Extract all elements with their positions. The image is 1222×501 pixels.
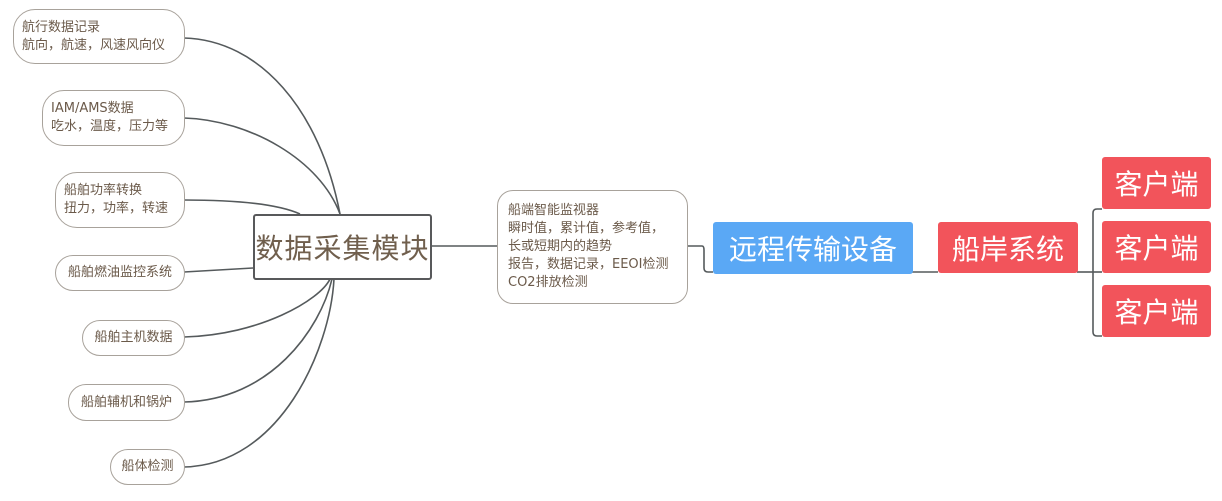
shore-node-system[interactable]: 船岸系统: [938, 222, 1078, 273]
client-node-2[interactable]: 客户端: [1102, 221, 1211, 273]
connector-monitor-transmission: [687, 245, 713, 273]
leaf-title: IAM/AMS数据: [51, 101, 134, 116]
connector-left-7: [183, 278, 335, 468]
leaf-detail: 航向，航速，风速风向仪: [22, 37, 166, 53]
connector-left-3: [183, 199, 301, 215]
monitor-line: 报告，数据记录，EEOI检测: [508, 257, 669, 272]
leaf-node-power-conversion[interactable]: 船舶功率转换 扭力，功率，转速: [55, 172, 185, 228]
leaf-node-auxiliary-boiler[interactable]: 船舶辅机和锅炉: [68, 384, 185, 421]
client-node-label: 客户端: [1114, 232, 1199, 265]
leaf-title: 船舶功率转换: [64, 183, 143, 198]
shore-node-label: 船岸系统: [951, 232, 1064, 266]
monitor-line: CO2排放检测: [508, 275, 588, 290]
leaf-title: 船舶辅机和锅炉: [80, 394, 172, 410]
central-node-label: 数据采集模块: [255, 232, 430, 265]
client-node-label: 客户端: [1114, 296, 1199, 329]
leaf-node-main-engine-data[interactable]: 船舶主机数据: [82, 320, 185, 356]
monitor-line: 长或短期内的趋势: [508, 239, 613, 254]
leaf-node-navigation-data[interactable]: 航行数据记录 航向，航速，风速风向仪: [13, 9, 185, 64]
connector-left-5: [183, 278, 331, 338]
connector-left-4: [183, 267, 254, 273]
leaf-title: 船体检测: [121, 459, 174, 474]
connector-left-6: [183, 278, 333, 403]
leaf-detail: 扭力，功率，转速: [64, 201, 169, 216]
leaf-title: 船舶主机数据: [94, 330, 173, 345]
client-node-1[interactable]: 客户端: [1102, 157, 1211, 209]
leaf-title: 航行数据记录: [22, 19, 101, 35]
leaf-node-hull-inspection[interactable]: 船体检测: [110, 449, 185, 485]
monitor-title: 船端智能监视器: [508, 203, 600, 218]
monitor-node-ship-smart-monitor[interactable]: 船端智能监视器 瞬时值，累计值，参考值， 长或短期内的趋势 报告，数据记录，EE…: [497, 190, 688, 304]
transmission-node-remote-device[interactable]: 远程传输设备: [713, 222, 913, 274]
connector-left-1: [183, 37, 341, 215]
monitor-line: 瞬时值，累计值，参考值，: [508, 221, 665, 236]
leaf-node-iam-ams-data[interactable]: IAM/AMS数据 吃水，温度，压力等: [42, 90, 185, 146]
transmission-node-label: 远程传输设备: [728, 233, 897, 266]
client-node-label: 客户端: [1114, 168, 1199, 201]
leaf-title: 船舶燃油监控系统: [67, 265, 172, 280]
leaf-node-fuel-monitoring[interactable]: 船舶燃油监控系统: [55, 255, 185, 291]
client-node-3[interactable]: 客户端: [1102, 285, 1211, 337]
connector-left-2: [183, 117, 341, 215]
leaf-detail: 吃水，温度，压力等: [51, 119, 169, 134]
central-node-data-acquisition[interactable]: 数据采集模块: [253, 214, 432, 280]
